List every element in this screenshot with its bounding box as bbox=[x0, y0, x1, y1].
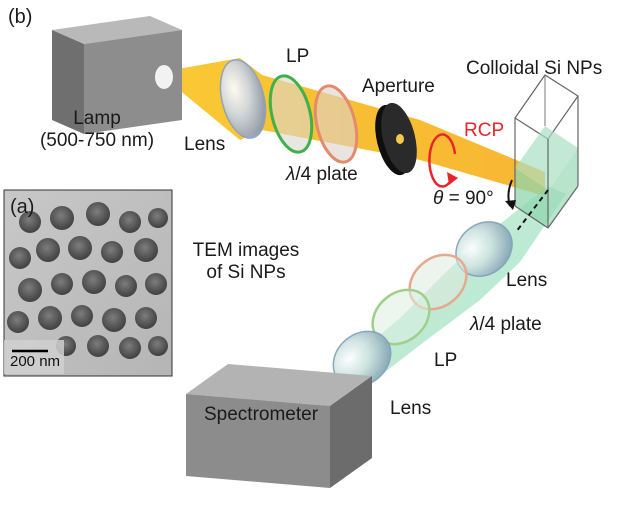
aperture-label: Aperture bbox=[362, 76, 435, 97]
tem-caption-line2: of Si NPs bbox=[206, 261, 286, 283]
aperture bbox=[375, 102, 417, 176]
qwp-top-text: /4 plate bbox=[295, 164, 358, 185]
qwp-bottom-lambda: λ bbox=[470, 314, 480, 335]
panel-label-a: (a) bbox=[10, 196, 35, 218]
rcp-label: RCP bbox=[464, 120, 505, 141]
lens-top bbox=[219, 59, 267, 139]
scale-bar-label: 200 nm bbox=[10, 353, 61, 370]
yellow-beam bbox=[172, 58, 545, 196]
lamp-aperture-spot bbox=[155, 65, 173, 89]
colloid-label: Colloidal Si NPs bbox=[466, 58, 603, 79]
qwp-top-label: λ/4 plate bbox=[286, 164, 358, 186]
linear-polarizer-top bbox=[268, 74, 314, 154]
lamp-label-name: Lamp bbox=[73, 108, 121, 129]
nanoparticles bbox=[7, 202, 168, 359]
tem-image bbox=[3, 189, 173, 377]
lens-right-label: Lens bbox=[506, 270, 548, 291]
lp-bottom-label: LP bbox=[434, 350, 458, 371]
spectrometer-box bbox=[186, 364, 372, 488]
lamp-label: Lamp (500-750 nm) bbox=[30, 108, 164, 152]
lens-top-label: Lens bbox=[184, 134, 226, 155]
lp-top-label: LP bbox=[286, 46, 310, 67]
qwp-bottom-text: /4 plate bbox=[479, 314, 542, 335]
theta-label: θ = 90° bbox=[433, 188, 494, 210]
spectrometer-label: Spectrometer bbox=[204, 404, 319, 425]
qwp-bottom-label: λ/4 plate bbox=[470, 314, 542, 336]
rcp-arrow-icon bbox=[428, 133, 458, 188]
theta-symbol: θ bbox=[433, 188, 444, 209]
qwp-top-lambda: λ bbox=[286, 164, 296, 185]
cuvette bbox=[514, 74, 579, 229]
panel-label-b: (b) bbox=[8, 6, 33, 28]
tem-caption-line1: TEM images bbox=[192, 240, 300, 261]
theta-value: = 90° bbox=[443, 188, 494, 209]
tem-caption: TEM images of Si NPs bbox=[186, 240, 306, 284]
quarter-wave-plate-top bbox=[313, 84, 359, 164]
lamp-label-range: (500-750 nm) bbox=[39, 129, 155, 151]
theta-arrowhead-icon bbox=[505, 200, 516, 210]
lens-bottom-label: Lens bbox=[390, 398, 432, 419]
lamp-box bbox=[52, 16, 182, 134]
